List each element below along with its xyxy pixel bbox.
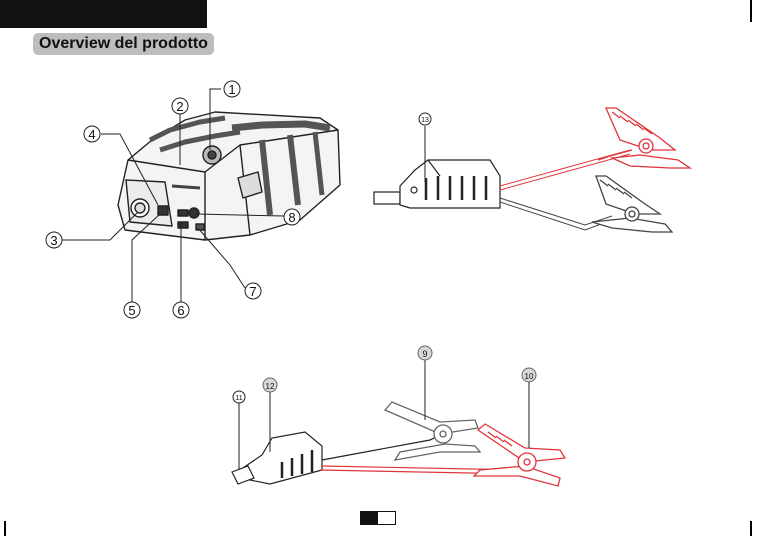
callout-8: 8: [288, 210, 295, 225]
black-clamp-upper: [592, 176, 672, 232]
callout-12: 12: [266, 382, 275, 391]
callout-5: 5: [128, 303, 135, 318]
page-indicator: [360, 511, 396, 525]
black-clamp-lower: [385, 402, 480, 460]
red-clamp-lower: [474, 424, 565, 486]
smart-cable-upper: [374, 150, 630, 230]
callout-7: 7: [249, 284, 256, 299]
jump-starter-device: [118, 112, 340, 240]
callout-3: 3: [50, 233, 57, 248]
callout-13: 13: [421, 117, 429, 124]
callout-9: 9: [422, 349, 427, 359]
page-indicator-left: [361, 512, 378, 524]
callout-4: 4: [88, 127, 95, 142]
page-indicator-right: [378, 512, 395, 524]
callout-2: 2: [176, 99, 183, 114]
callout-10: 10: [525, 372, 534, 381]
callout-6: 6: [177, 303, 184, 318]
callout-1: 1: [228, 82, 235, 97]
callout-11: 11: [235, 395, 242, 402]
